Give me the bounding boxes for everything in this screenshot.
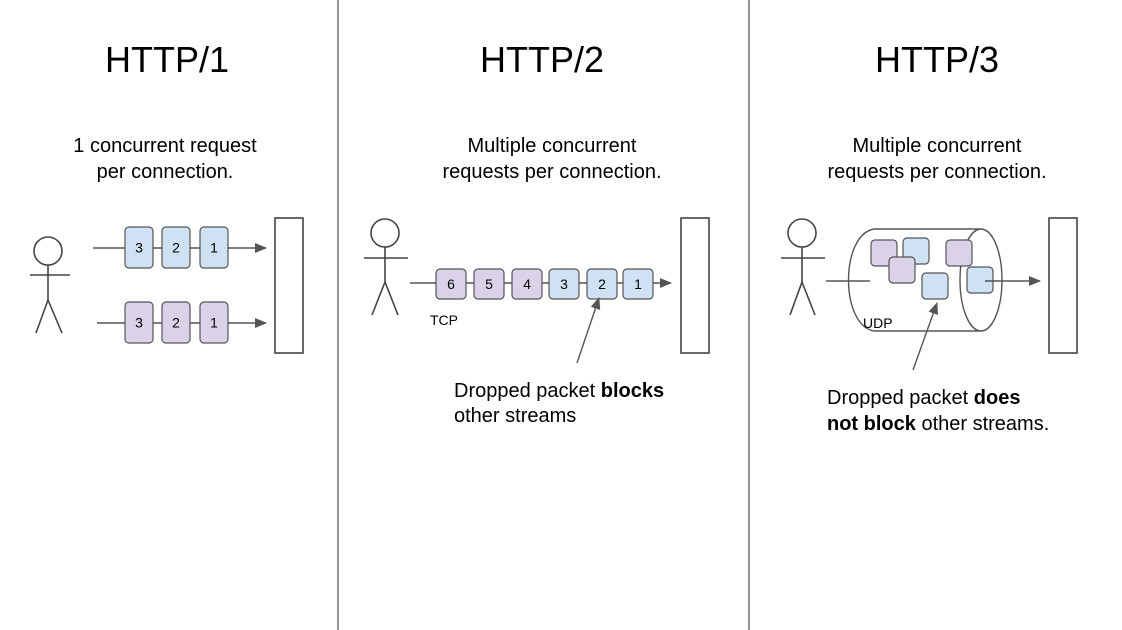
blue-stream-packet	[921, 272, 949, 300]
client-stick-figure-icon	[30, 236, 70, 334]
purple-stream-packet: 1	[199, 301, 229, 344]
blue-stream-packet	[966, 266, 994, 294]
client-stick-figure-icon	[781, 218, 825, 316]
panel-title: HTTP/1	[105, 39, 229, 80]
panel-title: HTTP/3	[875, 39, 999, 80]
panel-http3: HTTP/3 Multiple concurrent requests per …	[781, 39, 1078, 435]
connection-packets: 3 2 1 3 2 1	[124, 226, 229, 344]
packet-number: 3	[135, 240, 143, 256]
purple-stream-packet: 5	[473, 268, 505, 300]
panel-http2: HTTP/2 Multiple concurrent requests per …	[364, 39, 710, 427]
packet-number: 2	[172, 315, 180, 331]
packet-number: 4	[523, 276, 531, 292]
panel-title: HTTP/2	[480, 39, 604, 80]
packet-number: 2	[172, 240, 180, 256]
purple-stream-packet	[888, 256, 916, 284]
packet-number: 3	[560, 276, 568, 292]
blue-stream-packet: 3	[548, 268, 580, 300]
packet-number: 6	[447, 276, 455, 292]
packet-number: 1	[210, 315, 218, 331]
dropped-packet-pointer	[912, 302, 938, 371]
server-box	[1048, 217, 1078, 354]
client-stick-figure-icon	[364, 218, 408, 316]
purple-stream-packet: 2	[161, 301, 191, 344]
udp-packets	[870, 237, 994, 300]
purple-stream-packet: 3	[124, 301, 154, 344]
blue-stream-packet: 3	[124, 226, 154, 269]
panel-description-line: requests per connection.	[442, 161, 661, 183]
purple-stream-packet	[945, 239, 973, 267]
blue-stream-packet: 1	[622, 268, 654, 300]
udp-label: UDP	[863, 315, 893, 331]
panel-description-line: requests per connection.	[827, 161, 1046, 183]
packet-number: 5	[485, 276, 493, 292]
packet-number: 2	[598, 276, 606, 292]
panel-description-line: per connection.	[97, 161, 234, 183]
tcp-label: TCP	[430, 312, 458, 328]
panel-description-line: Multiple concurrent	[853, 135, 1022, 157]
panel-description-line: 1 concurrent request	[73, 135, 257, 157]
purple-stream-packet: 4	[511, 268, 543, 300]
packet-number: 1	[634, 276, 642, 292]
blue-stream-packet: 1	[199, 226, 229, 269]
connection-packets: 6 5 4 3 2 1	[435, 268, 654, 300]
panel-http1: HTTP/1 1 concurrent request per connecti…	[30, 39, 304, 354]
dropped-packet-note-line: Dropped packet blocks	[454, 380, 664, 402]
panel-description-line: Multiple concurrent	[468, 135, 637, 157]
dropped-packet-note-line: Dropped packet does	[827, 387, 1020, 409]
dropped-packet-pointer	[576, 297, 601, 364]
blue-stream-packet: 2	[586, 268, 618, 300]
server-box	[274, 217, 304, 354]
packet-number: 3	[135, 315, 143, 331]
blue-stream-packet: 2	[161, 226, 191, 269]
purple-stream-packet: 6	[435, 268, 467, 300]
packet-number: 1	[210, 240, 218, 256]
dropped-packet-note-line: not block other streams.	[827, 413, 1049, 435]
server-box	[680, 217, 710, 354]
dropped-packet-note-line: other streams	[454, 405, 576, 427]
